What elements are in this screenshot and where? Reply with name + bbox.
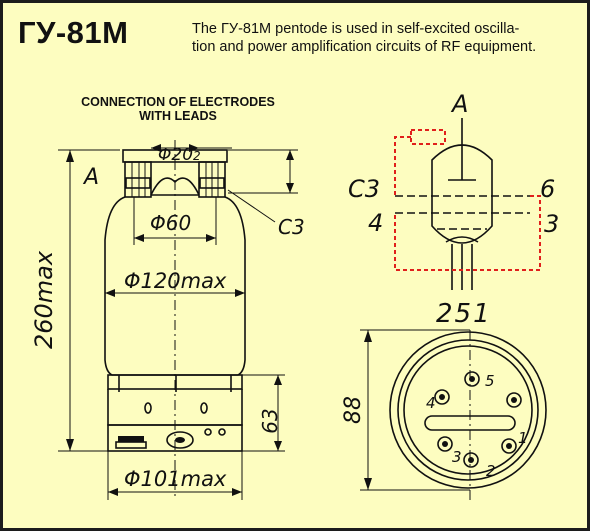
description-line: The ГУ-81М pentode is used in self-excit… <box>192 21 520 37</box>
base-height-label: 63 <box>258 408 282 433</box>
pentode-schematic <box>394 118 541 290</box>
anode-diameter-label: Φ60 <box>150 211 191 235</box>
dimension-bulb-diameter <box>105 289 245 297</box>
description: The ГУ-81М pentode is used in self-excit… <box>192 20 572 56</box>
description-line: tion and power amplification circuits of… <box>192 39 537 55</box>
socket-bottom-view <box>360 329 547 500</box>
height-label: 260max <box>30 250 58 349</box>
schematic-pin3-label: 3 <box>544 210 559 238</box>
socket-pin-4-label: 4 <box>426 394 436 412</box>
page-title: ГУ-81М <box>18 15 129 50</box>
c3-leader <box>227 189 276 223</box>
schematic-anode-label: A <box>450 90 468 118</box>
dimension-height <box>58 149 120 452</box>
schematic-pin4-label: 4 <box>368 209 383 237</box>
socket-pin-5-label: 5 <box>485 372 495 390</box>
schematic-pin6-label: 6 <box>540 175 555 203</box>
schematic-bottom-pins-label: 251 <box>436 299 492 329</box>
dimension-anode-diameter <box>133 197 217 245</box>
socket-pin-2-label: 2 <box>486 462 496 480</box>
grid3-label-drawing: C3 <box>278 215 305 239</box>
section-heading-line: WITH LEADS <box>139 109 217 123</box>
dimension-cap <box>151 144 298 194</box>
dimension-base-height <box>242 374 285 452</box>
cap-diameter-label: Φ20 <box>158 145 193 165</box>
section-heading-line: CONNECTION OF ELECTRODES <box>81 95 275 109</box>
cap-tolerance-label: 2 <box>193 149 201 163</box>
base-diameter-label: Φ101max <box>124 467 227 491</box>
anode-label-drawing: A <box>82 165 99 190</box>
schematic-c3-label: C3 <box>348 175 380 203</box>
bulb-diameter-label: Φ120max <box>124 269 227 293</box>
dimension-base-diameter <box>107 451 243 500</box>
socket-size-label: 88 <box>341 396 366 424</box>
section-heading: CONNECTION OF ELECTRODES WITH LEADS <box>58 95 298 123</box>
socket-pin-1-label: 1 <box>518 429 528 447</box>
socket-pin-3-label: 3 <box>452 448 462 466</box>
tube-outline-drawing <box>104 140 246 500</box>
